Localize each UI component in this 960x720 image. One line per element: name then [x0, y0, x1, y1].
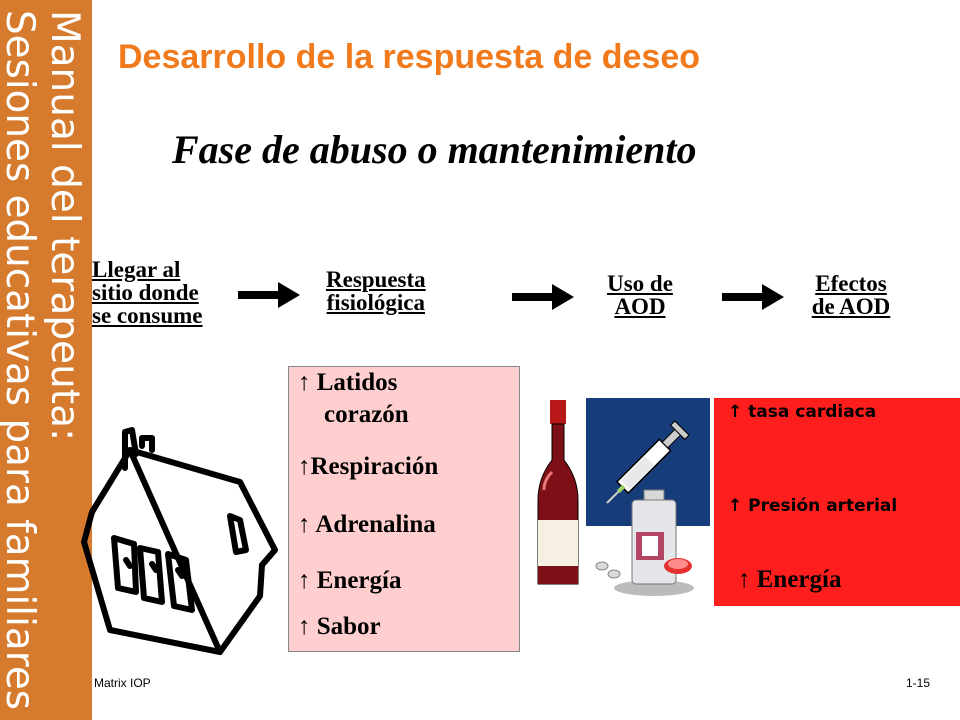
effect-item-label: Energía [756, 566, 842, 593]
sidebar-line-1: Manual del terapeuta: [42, 10, 87, 441]
step-llegar-line: sitio donde [92, 280, 199, 305]
arrow-right-icon [238, 282, 300, 308]
up-arrow-icon: ↑ [298, 453, 311, 480]
effect-item-energia: ↑ Energía [738, 566, 841, 594]
effects-panel [714, 398, 960, 606]
arrow-right-icon [512, 284, 574, 310]
up-arrow-icon: ↑ [728, 496, 743, 516]
phys-item-latidos: ↑ Latidos [298, 368, 397, 398]
page-number: 1-15 [906, 676, 931, 690]
up-arrow-icon: ↑ [738, 566, 751, 593]
physiological-panel [288, 366, 520, 652]
slide-subtitle: Fase de abuso o mantenimiento [172, 127, 697, 172]
step-llegar-line: se consume [92, 303, 203, 328]
sidebar-band [0, 0, 92, 720]
phys-item-label: Respiración [310, 453, 439, 480]
step-llegar-line: Llegar al [92, 257, 181, 282]
syringe-icon [606, 420, 690, 504]
step-uso-line: AOD [614, 294, 666, 319]
sidebar-line-2: Sesiones educativas para familiares [0, 10, 42, 710]
sidebar-title: Manual del terapeuta: Sesiones educativa… [0, 0, 92, 720]
step-respuesta-line: fisiológica [326, 290, 426, 315]
wine-bottle-icon [537, 400, 579, 585]
step-efectos: Efectos de AOD [796, 272, 906, 318]
house-icon [81, 427, 278, 655]
phys-item-label: Sabor [316, 613, 381, 640]
up-arrow-icon: ↑ [298, 613, 311, 640]
effect-item-label: Presión arterial [748, 496, 898, 516]
step-uso-line: Uso de [607, 271, 673, 296]
phys-item-label: Adrenalina [315, 511, 436, 538]
slide-title: Desarrollo de la respuesta de deseo [118, 38, 701, 76]
phys-item-label: Latidos [316, 369, 398, 396]
phys-item-adrenalina: ↑ Adrenalina [298, 510, 436, 540]
step-respuesta-line: Respuesta [326, 267, 426, 292]
step-llegar: Llegar al sitio donde se consume [92, 258, 203, 327]
up-arrow-icon: ↑ [298, 511, 311, 538]
effect-item-presion: ↑ Presión arterial [728, 496, 897, 516]
up-arrow-icon: ↑ [298, 369, 311, 396]
phys-item-corazon: corazón [324, 401, 409, 428]
footer-source: Matrix IOP [94, 676, 151, 690]
phys-item-sabor: ↑ Sabor [298, 612, 381, 642]
arrow-right-icon [722, 284, 784, 310]
phys-item-respiracion: ↑Respiración [298, 452, 438, 482]
pill-bottle-icon [595, 489, 694, 596]
step-efectos-line: de AOD [811, 294, 891, 319]
phys-item-label: Energía [316, 567, 402, 594]
phys-item-energia: ↑ Energía [298, 566, 401, 596]
step-uso: Uso de AOD [592, 272, 688, 318]
step-respuesta: Respuesta fisiológica [326, 268, 426, 314]
step-efectos-line: Efectos [815, 271, 887, 296]
effect-item-tasa: ↑ tasa cardiaca [728, 402, 876, 422]
effect-item-label: tasa cardiaca [748, 402, 877, 422]
up-arrow-icon: ↑ [728, 402, 743, 422]
up-arrow-icon: ↑ [298, 567, 311, 594]
